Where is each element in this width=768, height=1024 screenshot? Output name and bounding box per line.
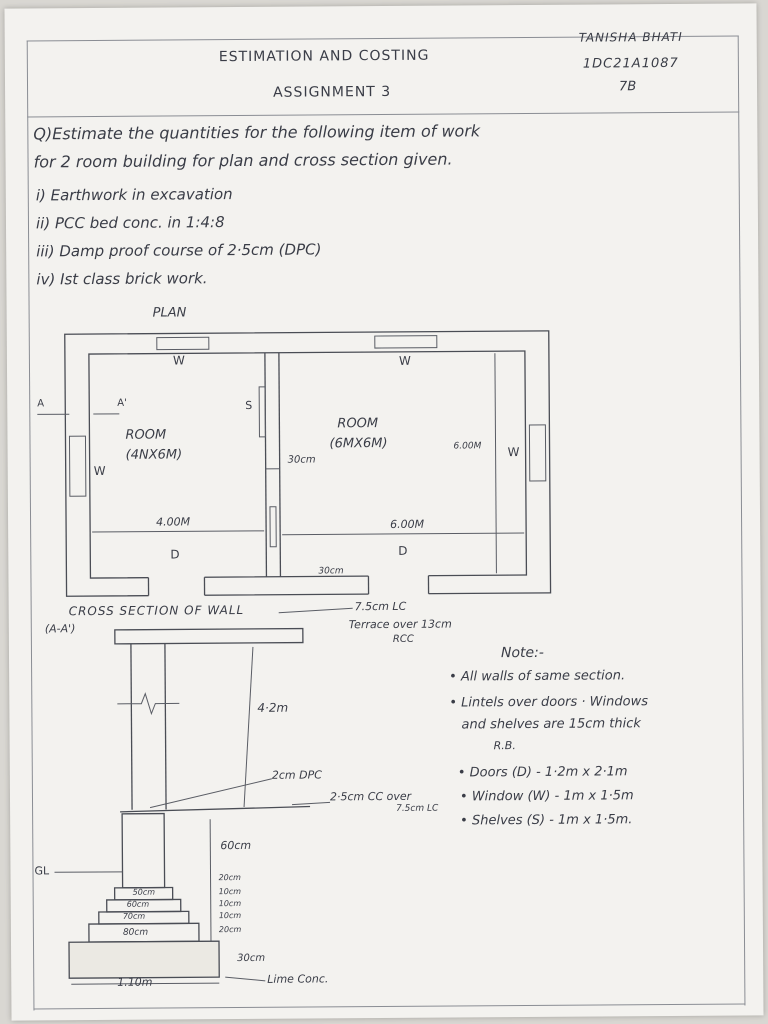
- room2-size: (6MX6M): [329, 435, 388, 452]
- section-lc-label: 7.5cm LC: [354, 599, 407, 614]
- plan-dim-room2: [282, 532, 525, 536]
- room2-depth-label: 6.00M: [453, 441, 482, 452]
- section-wall-right: [164, 643, 167, 810]
- plan-and-section-drawing: [37, 330, 552, 985]
- section-found-width: 1.10m: [117, 975, 153, 989]
- plan-dim-height: [494, 353, 497, 574]
- section-cc-leader: [292, 801, 331, 806]
- section-dpc-leader: [149, 778, 272, 809]
- section-step-label-3: 70cm: [122, 911, 146, 921]
- section-lime-concrete: [68, 940, 220, 979]
- section-step-label-1: 50cm: [132, 887, 156, 897]
- note-3: and shelves are 15cm thick: [461, 716, 641, 733]
- room2-name: ROOM: [337, 416, 379, 432]
- section-subtitle: (A-A'): [44, 622, 76, 636]
- section-dpc-label: 2cm DPC: [271, 768, 322, 782]
- section-step-height-1: 20cm: [218, 873, 241, 883]
- plan-window-label-3: W: [93, 463, 106, 479]
- section-plinth-label: 60cm: [220, 838, 252, 853]
- plan-door-gap-2: [368, 571, 429, 599]
- plan-shelf-label: S: [245, 398, 253, 412]
- section-step-height-4: 10cm: [218, 911, 242, 921]
- plan-section-a-prime-label: A': [117, 397, 127, 409]
- assignment-sheet: ESTIMATION AND COSTING ASSIGNMENT 3 TANI…: [4, 3, 764, 1021]
- notes-title: Note:-: [500, 644, 544, 662]
- section-terrace-label: Terrace over 13cm: [348, 617, 452, 632]
- room1-name: ROOM: [125, 427, 167, 443]
- plan-inner-wall: [88, 350, 528, 579]
- plan-window-label-2: W: [398, 353, 411, 368]
- section-step-label-2: 60cm: [126, 899, 150, 909]
- plan-title: PLAN: [152, 305, 187, 321]
- section-break-symbol: [117, 692, 180, 716]
- note-2: • Lintels over doors · Windows: [449, 694, 649, 711]
- plan-wall-bottom-label: 30cm: [318, 566, 344, 577]
- section-height-label: 4·2m: [257, 700, 289, 715]
- note-4: R.B.: [493, 739, 516, 753]
- section-lime-leader: [225, 976, 266, 982]
- room1-size: (4NX6M): [125, 447, 183, 463]
- plan-window-label-4: W: [507, 445, 520, 460]
- section-plinth: [121, 812, 166, 889]
- plan-dim-room1: [92, 530, 265, 533]
- section-step-label-4: 80cm: [122, 927, 149, 938]
- plan-shelf-2: [269, 506, 277, 548]
- section-dpc-line: [120, 805, 311, 813]
- section-found-depth: 30cm: [237, 952, 266, 965]
- section-lime-label: Lime Conc.: [267, 972, 329, 986]
- section-step-height-3: 10cm: [218, 899, 242, 909]
- section-title: CROSS SECTION OF WALL: [68, 602, 245, 619]
- section-step-height-5: 20cm: [218, 925, 242, 935]
- section-base-dim: [71, 982, 220, 985]
- plan-partition-wall-right: [278, 352, 282, 577]
- section-wall-left: [130, 643, 133, 810]
- section-lc-leader: [278, 607, 353, 614]
- section-cc2-label: 7.5cm LC: [396, 803, 439, 814]
- plan-door-label-1: D: [170, 547, 180, 562]
- plan-window-top-1: [156, 336, 210, 351]
- section-cc-label: 2·5cm CC over: [329, 789, 412, 804]
- section-roof-slab: [114, 627, 304, 645]
- plan-window-top-2: [374, 335, 438, 349]
- plan-section-a-label: A: [37, 398, 45, 410]
- section-height-dim: [243, 646, 254, 808]
- plan-window-label-1: W: [172, 353, 185, 368]
- note-1: • All walls of same section.: [449, 668, 626, 685]
- plan-window-left: [68, 435, 87, 497]
- plan-door-gap-1: [148, 573, 205, 600]
- section-plinth-dim: [209, 819, 212, 948]
- room2-width-label: 6.00M: [390, 517, 425, 531]
- note-7: • Shelves (S) - 1m x 1·5m.: [460, 812, 633, 829]
- plan-outer-wall: [64, 330, 552, 597]
- note-5: • Doors (D) - 1·2m x 2·1m: [457, 764, 628, 781]
- section-gl-label: GL: [34, 864, 50, 878]
- note-6: • Window (W) - 1m x 1·5m: [459, 788, 634, 805]
- plan-door-label-2: D: [398, 543, 408, 558]
- plan-shelf: [258, 386, 266, 438]
- plan-wall-gap-label: 30cm: [287, 454, 316, 466]
- section-step-height-2: 10cm: [218, 887, 242, 897]
- section-rcc-label: RCC: [392, 633, 414, 645]
- plan-window-right: [528, 424, 547, 482]
- room1-width-label: 4.00M: [156, 515, 191, 529]
